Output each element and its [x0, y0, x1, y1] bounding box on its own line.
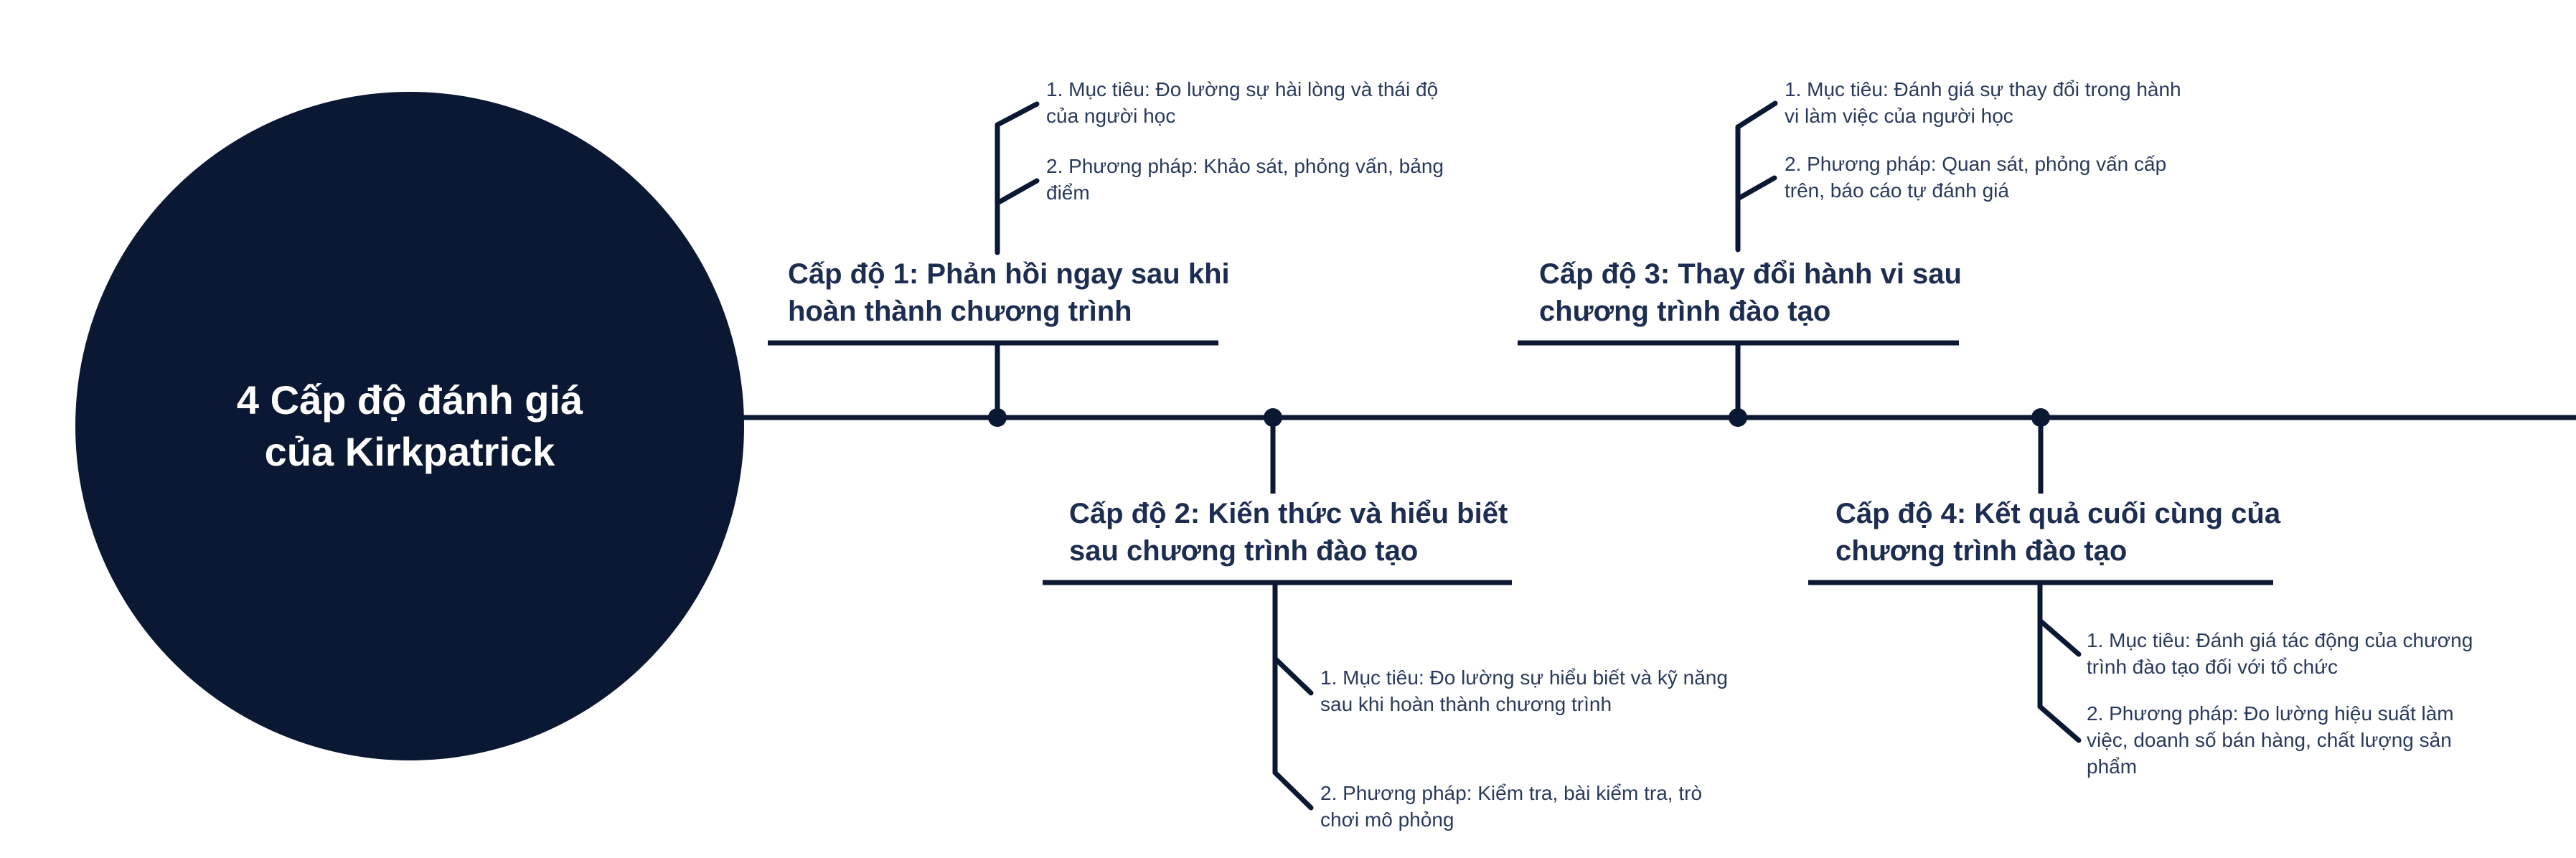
level-3-item-2: 2. Phương pháp: Quan sát, phỏng vấn cấp …: [1785, 153, 2167, 202]
level-2-branch-1: [1272, 656, 1314, 696]
level-4-branch-2: [2037, 704, 2082, 743]
level-2-item-2: 2. Phương pháp: Kiểm tra, bài kiểm tra, …: [1320, 782, 1703, 831]
level-1-branch-2: [995, 178, 1040, 206]
level-2-branch-2: [1272, 770, 1314, 811]
level-1-branch-1: [995, 101, 1040, 128]
level-3-title: Cấp độ 3: Thay đổi hành vi sau chương tr…: [1539, 258, 1962, 327]
diagram-title: 4 Cấp độ đánh giá của Kirkpatrick: [236, 377, 583, 474]
level-1-item-1: 1. Mục tiêu: Đo lường sự hài lòng và thá…: [1046, 78, 1439, 127]
level-3-item-1: 1. Mục tiêu: Đánh giá sự thay đổi trong …: [1785, 78, 2181, 127]
level-3-branch-2: [1735, 175, 1777, 202]
level-1-item-2: 2. Phương pháp: Khảo sát, phỏng vấn, bản…: [1046, 155, 1444, 204]
level-4-item-2: 2. Phương pháp: Đo lường hiệu suất làm v…: [2087, 702, 2454, 778]
timeline-node-1: [988, 408, 1007, 427]
timeline-node-4: [2031, 408, 2050, 427]
timeline-node-3: [1729, 408, 1747, 427]
level-1-title: Cấp độ 1: Phản hồi ngay sau khi hoàn thà…: [788, 258, 1230, 327]
level-4-title: Cấp độ 4: Kết quả cuối cùng của chương t…: [1835, 498, 2281, 567]
level-4-branch-1: [2037, 618, 2082, 657]
level-3-branch-1: [1735, 100, 1778, 130]
central-circle: 4 Cấp độ đánh giá của Kirkpatrick: [75, 92, 744, 760]
level-2-title: Cấp độ 2: Kiến thức và hiểu biết sau chư…: [1069, 498, 1508, 567]
timeline-node-2: [1264, 408, 1282, 427]
level-2-item-1: 1. Mục tiêu: Đo lường sự hiểu biết và kỹ…: [1320, 666, 1728, 715]
level-4-item-1: 1. Mục tiêu: Đánh giá tác động của chươn…: [2087, 629, 2473, 678]
